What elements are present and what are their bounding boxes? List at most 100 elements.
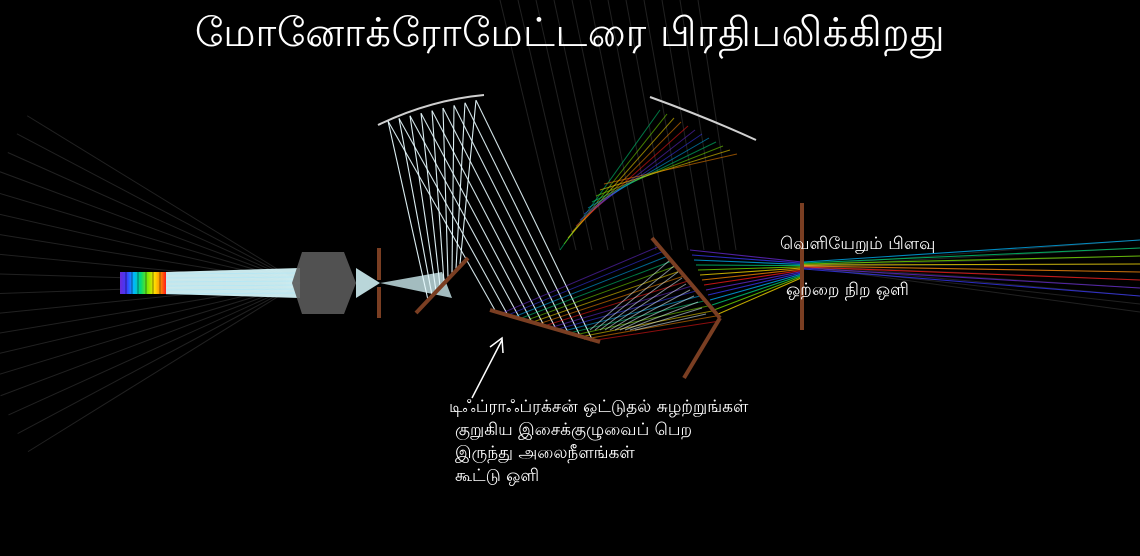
focusing-mirror-top [649,96,757,141]
ambient-ray [571,0,625,251]
dispersed-ray [559,295,701,333]
output-ray [803,255,1140,265]
fold-mirror [414,256,470,315]
exit-slit [800,203,804,330]
collimated-ray [420,112,533,323]
exit-ray [705,271,803,291]
collimated-ray [442,107,557,330]
converging-beam [356,268,380,298]
input-ray [165,292,301,295]
input-ray [165,280,301,283]
grating-annotation: டிஃப்ராஃப்ரக்சன் ஒட்டுதல் சுழற்றுங்கள் க… [449,396,748,488]
incident-ray [442,107,449,278]
dispersed-ray [583,315,717,340]
collimated-ray [475,99,593,340]
output-ray [803,239,1140,263]
output-ray [803,266,1140,281]
collimated-ray [464,102,581,337]
dispersed-ray [553,290,697,331]
page-title: மோனோக்ரோமேட்டரை பிரதிபலிக்கிறது [194,10,946,56]
collimated-ray [387,120,497,313]
ambient-ray [697,0,737,251]
input-beam [166,268,300,298]
ambient-ray [517,0,577,251]
incident-ray [409,115,437,292]
rays-to-collimating-mirror [387,100,477,301]
annotation-arrow-shaft [471,339,503,399]
entrance-slit-upper [377,248,381,280]
dispersed-ray [603,153,738,185]
ambient-ray [799,265,1140,305]
annotation-line: குறுகிய இசைக்குழுவைப் பெற [455,420,693,440]
ambient-ray [535,0,593,251]
dispersed-ray [535,275,685,326]
incident-ray [455,102,466,269]
collimated-ray [398,118,509,316]
collimating-mirror [377,94,485,126]
annotation-line: இருந்து அலைநீளங்கள் [455,443,635,463]
dispersed-ray [505,250,665,317]
exit-ray [699,267,803,276]
dispersed-ray [589,320,721,342]
ambient-ray [8,282,301,416]
dispersed-ray [575,125,689,227]
dispersed-ray [565,300,705,335]
dispersed-ray [529,270,681,324]
focusing-lens [292,252,356,314]
incident-ray [387,120,429,301]
dispersed-ray [517,260,673,320]
dispersed-ray [629,307,703,331]
exit-ray [693,259,803,265]
collimated-ray [431,110,545,326]
collimated-ray [409,115,521,320]
dispersed-ray [499,245,661,315]
output-ray [803,267,1140,289]
dispersed-ray [577,310,713,338]
entrance-slit-lower [377,287,381,318]
input-beam-lines [165,272,301,295]
ambient-light-rays [0,0,1140,453]
dispersed-ray [599,271,679,331]
exit-slit-label: வெளியேறும் பிளவு [780,234,936,254]
exit-ray [691,254,803,264]
incident-ray [459,100,477,265]
ambient-ray [679,0,721,251]
collimated-ray [453,105,569,333]
camera-mirror-upper [650,236,722,320]
dispersed-ray [609,283,687,331]
input-ray [165,284,301,287]
exit-ray [715,277,803,316]
ambient-ray [643,0,689,251]
ambient-ray [27,282,301,453]
dispersed-ray [634,313,707,331]
ambient-ray [661,0,705,251]
input-ray [165,272,301,275]
output-ray [803,265,1140,273]
ambient-ray [0,282,301,397]
exit-ray [713,275,803,311]
incident-ray [420,113,441,287]
dispersed-rays [499,109,738,342]
exit-ray [701,268,803,281]
annotation-line: டிஃப்ராஃப்ரக்சன் ஒட்டுதல் சுழற்றுங்கள் [449,397,749,417]
single-color-light-label: ஒற்றை நிற ஒளி [786,280,909,300]
ambient-ray [0,282,301,375]
dispersed-ray [624,301,699,331]
output-ray [803,268,1140,297]
exit-ray [703,269,803,286]
dispersed-ray [619,295,695,331]
incident-ray [431,110,445,283]
exit-ray [697,266,803,271]
dispersed-ray [547,285,693,329]
dispersed-ray [583,133,703,215]
source-stripes [125,272,161,294]
ambient-ray [0,192,301,284]
ambient-ray [499,0,561,251]
camera-mirror-lower [682,316,722,380]
dispersed-ray [523,265,677,322]
dispersed-ray [604,277,683,331]
dispersed-ray [589,259,671,331]
input-ray [165,288,301,291]
ambient-ray [26,115,301,284]
